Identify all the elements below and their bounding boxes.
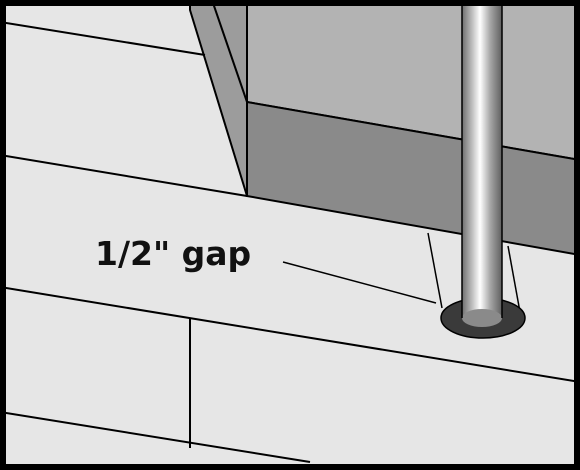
callout-leader-line [282,261,437,304]
wall-edge-line [211,0,248,103]
board-line [0,286,580,383]
wall-block-side-face [189,0,248,197]
board-line [0,154,248,197]
board-line [0,411,311,463]
pipe [462,0,502,318]
board-lines [0,21,580,463]
gap-label: 1/2" gap [95,234,251,273]
notch-line-right [507,245,521,313]
board-line [0,21,206,56]
notch-line-left [427,232,443,309]
gap-notch [427,232,521,313]
pipe-base [462,309,502,327]
